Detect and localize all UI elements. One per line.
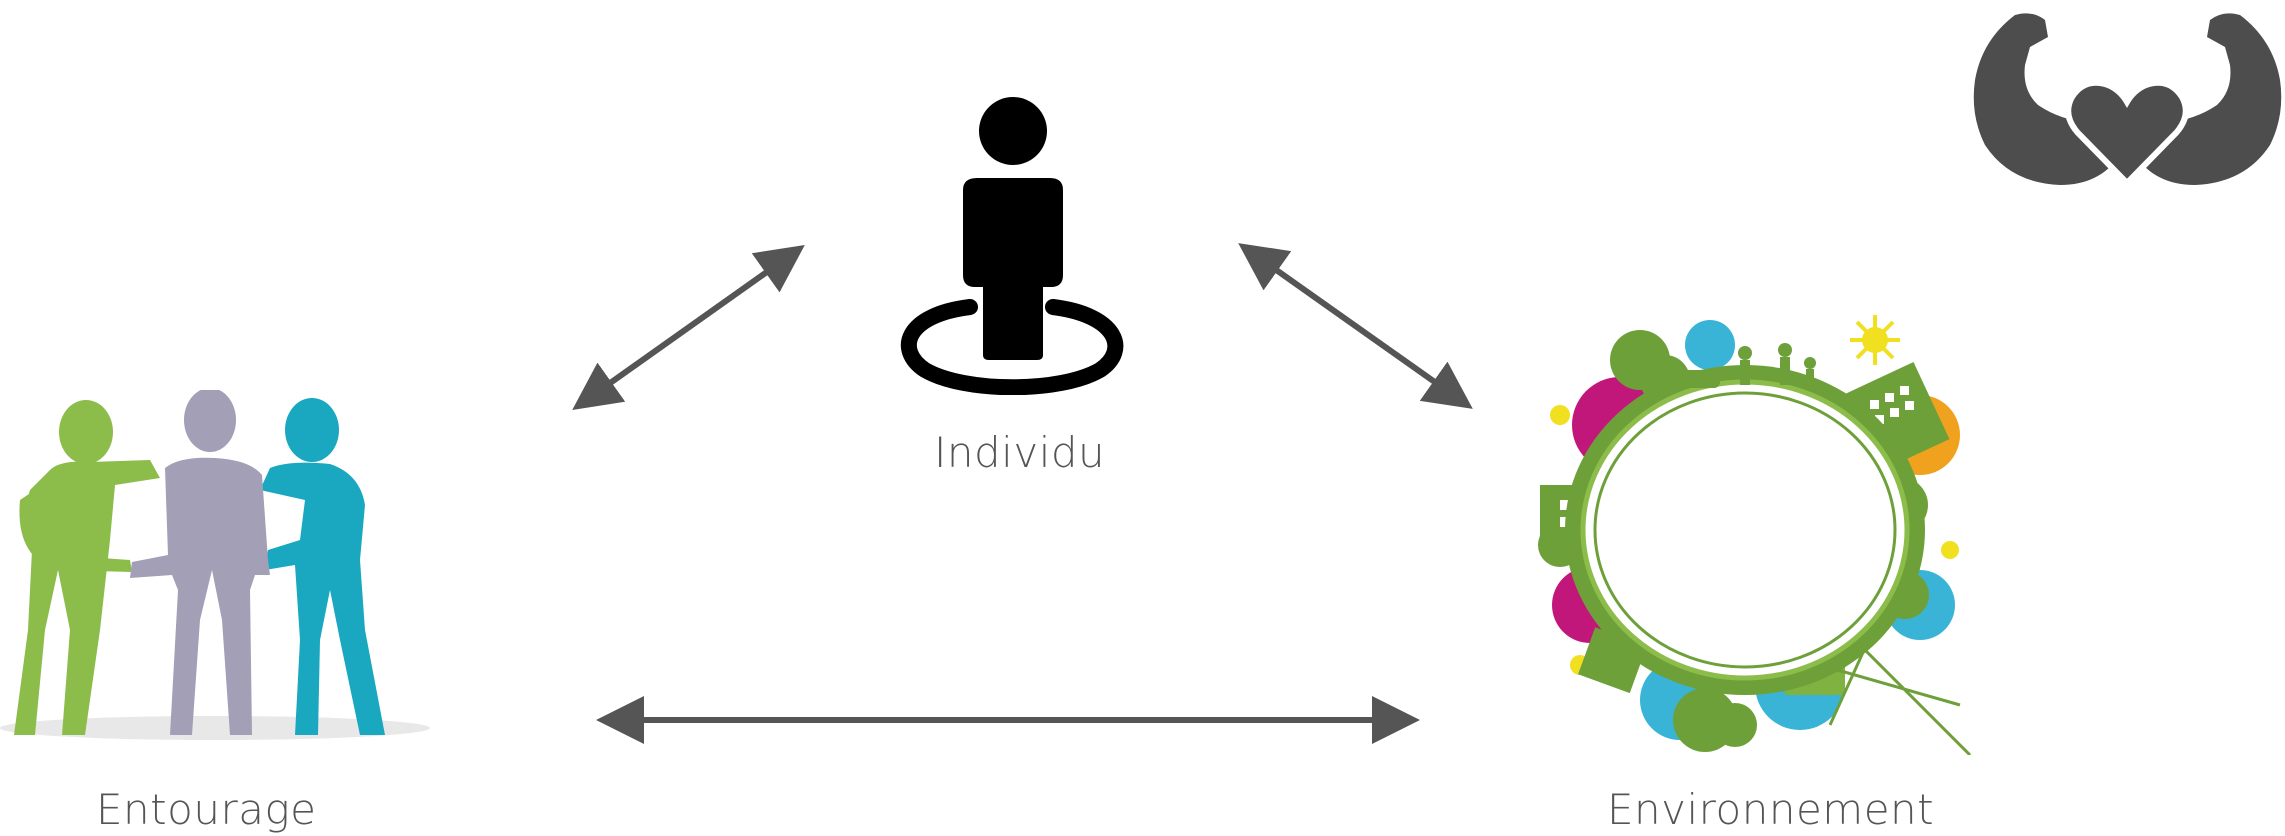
eco-globe-icon: [1538, 315, 1972, 755]
arrow-individu-environnement: [1238, 243, 1473, 409]
environnement-label: Environnement: [1607, 785, 1935, 834]
group-hug-icon: [0, 390, 430, 740]
strong-heart-icon: [1973, 13, 2282, 188]
individu-label: Individu: [934, 428, 1106, 477]
entourage-label: Entourage: [96, 785, 317, 834]
person-standing-icon: [900, 97, 1124, 395]
arrow-individu-entourage: [572, 245, 805, 410]
